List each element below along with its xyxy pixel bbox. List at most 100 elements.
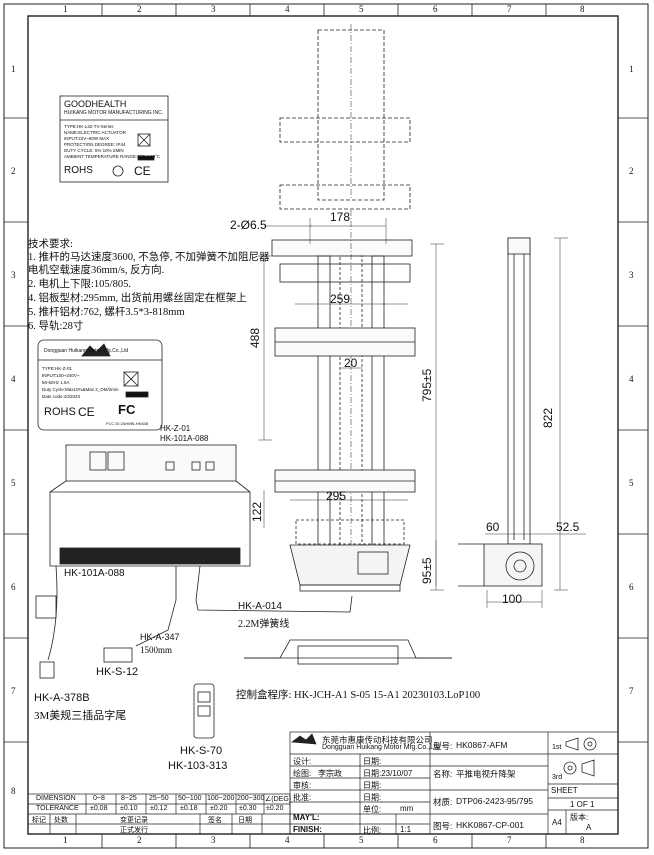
- bottom-bracket: [244, 639, 452, 665]
- mayl-label: MAY'L:: [293, 813, 320, 822]
- tol-h-7: ∠(DEG): [265, 796, 292, 803]
- label2-fcc: FCC ID:2AHMN-HK838: [106, 421, 149, 426]
- top-number-4: 4: [285, 4, 290, 14]
- dim-178: 178: [330, 210, 351, 224]
- side-motor-wheel: [505, 551, 535, 581]
- upper-bracket-dashed: [279, 117, 411, 143]
- label1-ce: CE: [134, 164, 151, 178]
- model-label: 型号:: [433, 741, 453, 751]
- right-number-1: 1: [629, 64, 634, 74]
- left-number-1: 1: [11, 64, 16, 74]
- tol-h-0: DIMENSION: [36, 795, 76, 802]
- right-number-3: 3: [629, 270, 634, 280]
- left-number-5: 5: [11, 478, 16, 488]
- top-number-3: 3: [211, 4, 216, 14]
- tol-h-3: 25~50: [149, 795, 169, 802]
- bottom-number-7: 7: [507, 835, 512, 845]
- unit-label: 单位:: [363, 805, 382, 814]
- name-label: 名称:: [433, 769, 453, 779]
- dim-52-5: 52.5: [556, 520, 580, 534]
- sheet-value: 1 OF 1: [570, 800, 595, 809]
- right-number-6: 6: [629, 582, 634, 592]
- tol-r-0: TOLERANCE: [36, 805, 79, 812]
- plug-description: 3M美规三插品字尾: [34, 710, 127, 722]
- tol-foot-1: 处数: [54, 817, 68, 824]
- right-number-4: 4: [629, 374, 634, 384]
- plug-a378: [35, 595, 57, 619]
- connector-s12: [103, 647, 133, 663]
- bottom-number-1: 1: [63, 835, 68, 845]
- dim-100: 100: [502, 592, 523, 606]
- bottom-number-3: 3: [211, 835, 216, 845]
- top-number-7: 7: [507, 4, 512, 14]
- bottom-number-8: 8: [580, 835, 585, 845]
- tol-r-6: ±0.30: [239, 805, 257, 812]
- top-number-6: 6: [433, 4, 438, 14]
- tol-h-4: 50~100: [178, 795, 202, 802]
- rev-label: 版本:: [570, 813, 589, 822]
- material-label: 材质:: [433, 797, 453, 807]
- plug-a378-label: HK-A-378B: [34, 692, 90, 704]
- port-1: [165, 461, 175, 471]
- label2-line-2: 50-60Hz 1.5A: [42, 380, 70, 385]
- scale-value: 1:1: [400, 825, 412, 834]
- tol-foot-4: 日期: [238, 817, 252, 824]
- bottom-number-6: 6: [433, 835, 438, 845]
- power-outlet: [107, 451, 125, 471]
- bottom-number-5: 5: [359, 835, 364, 845]
- label1-line-0: TYPE:HK-L32-TV-Series: [64, 124, 114, 129]
- scale-label: 比例:: [363, 826, 382, 835]
- cable-a347-length: 1500mm: [140, 645, 173, 655]
- drawing-no-value: HKK0867-CP-001: [456, 820, 525, 830]
- remote-model-2: HK-103-313: [168, 760, 228, 772]
- dim-60: 60: [486, 520, 500, 534]
- side-motor: [483, 543, 543, 587]
- dim-20: 20: [344, 356, 358, 370]
- draw-label: 绘图:: [293, 769, 312, 778]
- right-number-2: 2: [629, 166, 634, 176]
- left-number-8: 8: [11, 786, 16, 796]
- tech-note-5: 6. 导轨:28寸: [28, 321, 84, 332]
- material-value: DTP06-2423-95/795: [456, 796, 534, 806]
- dim-259: 259: [330, 292, 351, 306]
- bottom-number-2: 2: [137, 835, 142, 845]
- tol-r-1: ±0.08: [90, 805, 108, 812]
- rev-value: A: [586, 823, 592, 832]
- tol-r-4: ±0.18: [180, 805, 198, 812]
- tol-h-1: 0~8: [93, 795, 105, 802]
- label1-subtitle: HUIKANG MOTOR MANUFACTURING INC.: [64, 110, 164, 116]
- label1-line-1: NAME:ELECTRIC ACTUATOR: [64, 130, 126, 135]
- label1-shape: [59, 95, 169, 183]
- dim-488: 488: [248, 327, 262, 348]
- dimension-lines: [258, 218, 586, 608]
- connector-s12-label: HK-S-12: [96, 666, 139, 678]
- angle-3rd: 3rd: [552, 774, 563, 781]
- left-number-2: 2: [11, 166, 16, 176]
- tol-r-3: ±0.12: [150, 805, 168, 812]
- left-number-7: 7: [11, 686, 16, 696]
- tol-foot-2: 变更记录: [120, 817, 148, 824]
- company-cn: 东莞市惠康传动科技有限公司: [322, 735, 433, 745]
- top-plate: [271, 239, 413, 257]
- label2-line-3: Duty Cycle:Max10%&Max 2_OM/2min: [42, 387, 119, 392]
- projection-symbols: [563, 737, 597, 777]
- cable-a347: [135, 566, 177, 647]
- power-inlet: [89, 451, 107, 471]
- side-column: [507, 237, 531, 545]
- label2-rohs: ROHS: [44, 406, 76, 418]
- review-label: 审核:: [293, 781, 312, 790]
- motor-base: [289, 544, 411, 586]
- design-date-label: 日期:: [363, 757, 382, 766]
- label1-line-2: INPUT:24V~60W MAX: [64, 136, 110, 141]
- label2-line-1: INPUT:100~240V~: [42, 373, 80, 378]
- name-value: 平推电视升降架: [456, 769, 516, 779]
- tech-notes-title: 技术要求:: [28, 239, 73, 250]
- outer-border: [3, 3, 649, 849]
- label1-line-5: AMBIENT TEMPERATURE RANGE:0°C~+40°C: [64, 154, 161, 159]
- controller-top-panel: [65, 444, 237, 482]
- remote-control: [193, 683, 215, 739]
- review-date-label: 日期:: [363, 781, 382, 790]
- front-view: [271, 24, 416, 592]
- tech-note-4: 5. 推杆铝材:762, 螺杆3.5*3-818mm: [28, 307, 185, 318]
